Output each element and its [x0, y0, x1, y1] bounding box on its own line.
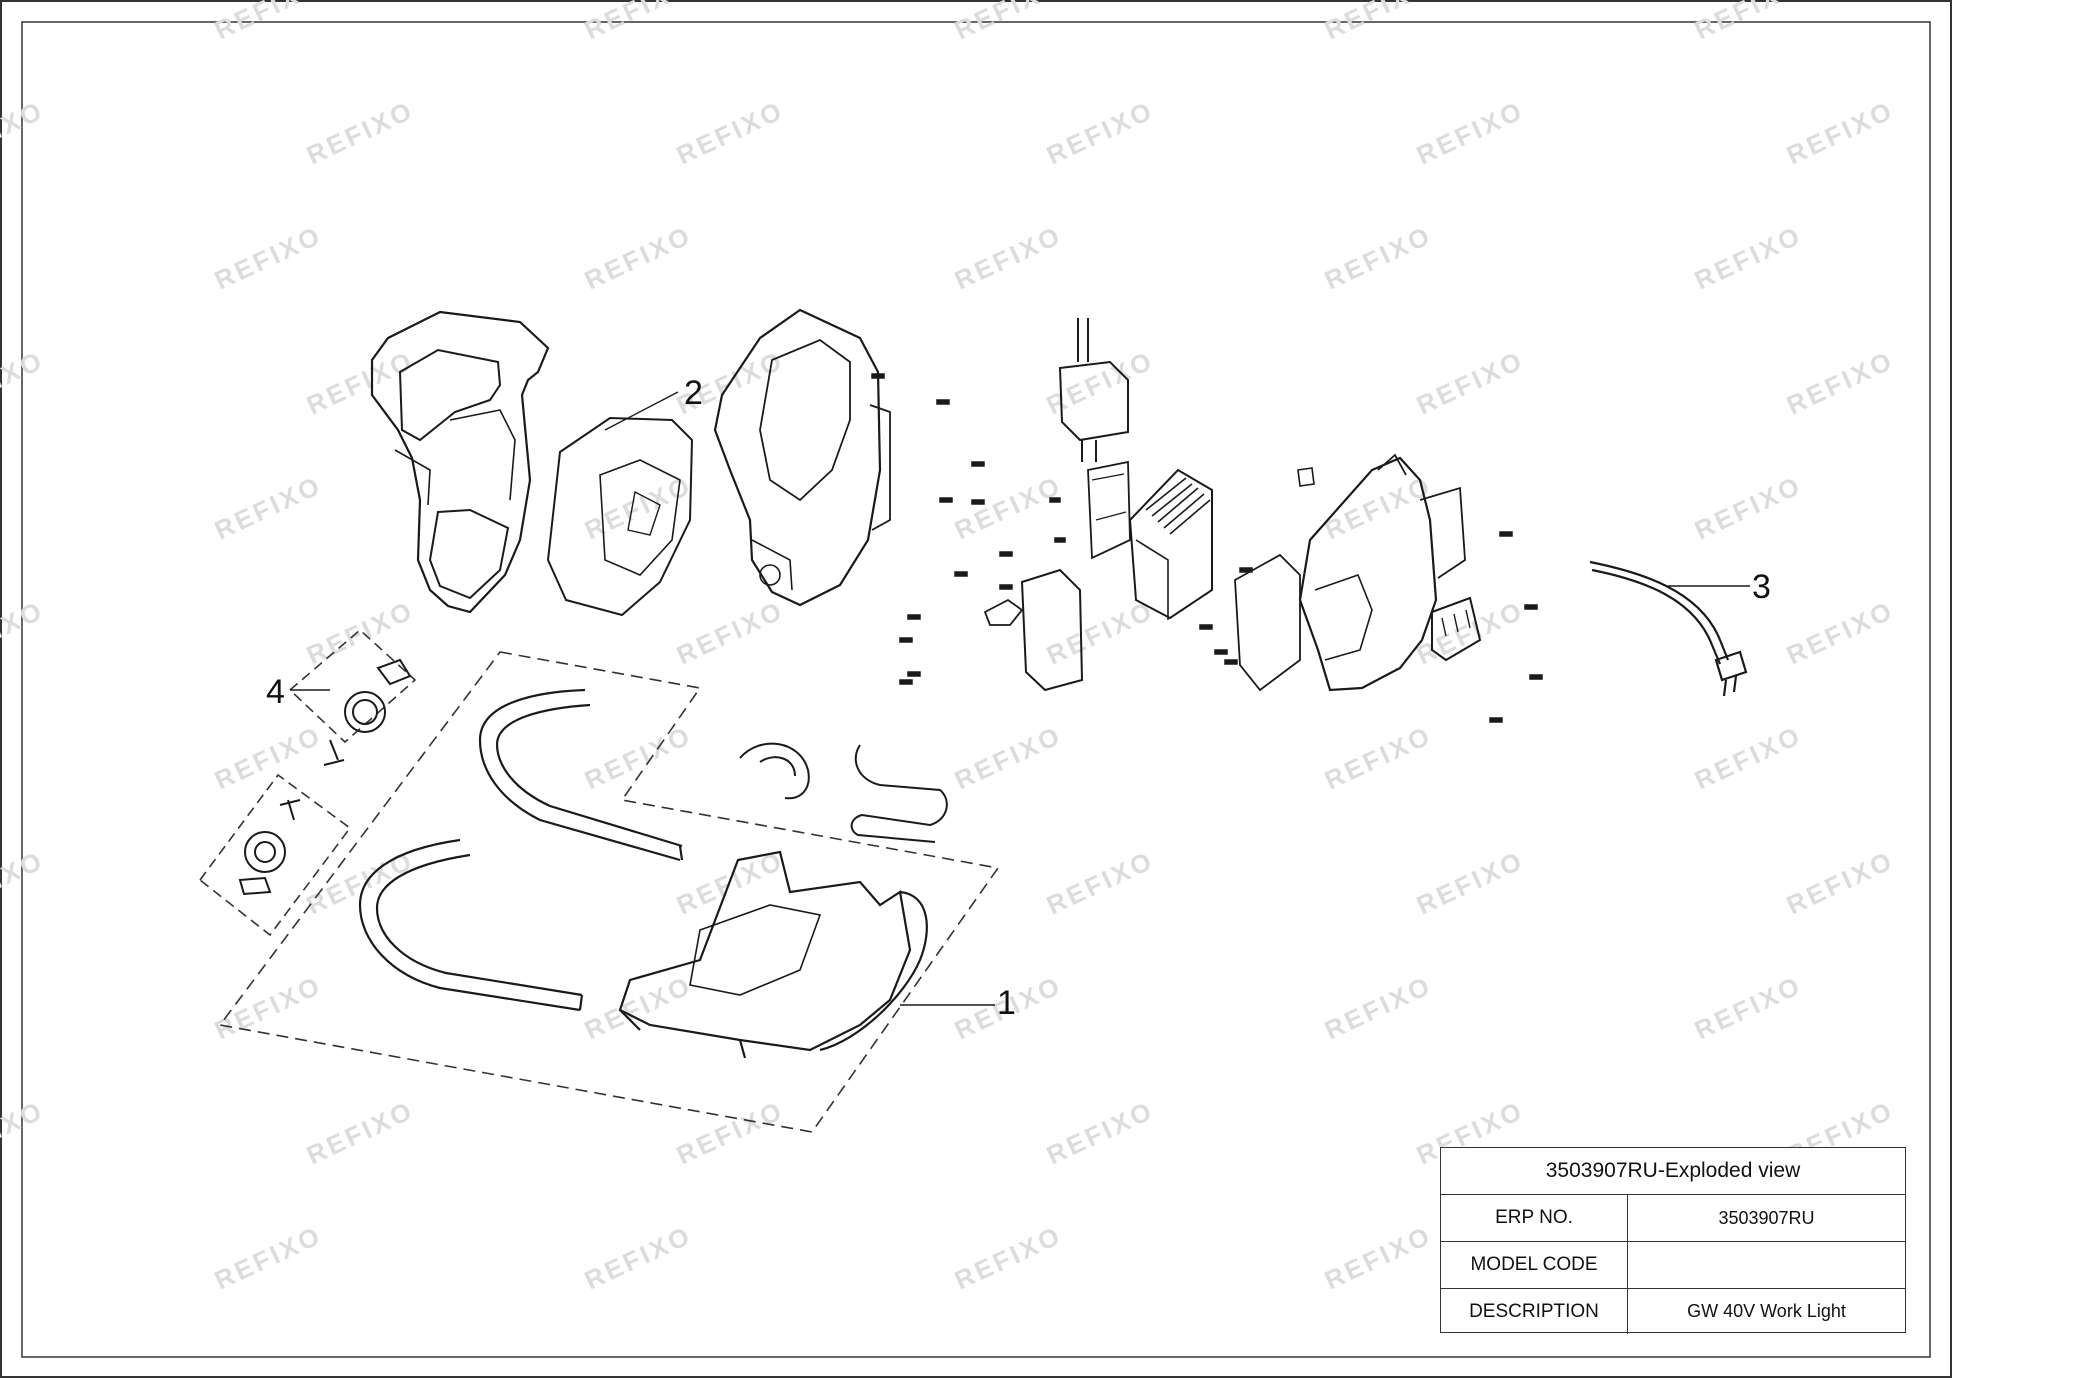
title-block-row-model: MODEL CODE: [1441, 1242, 1905, 1289]
watermark-text: REFIXO: [1690, 220, 1807, 296]
watermark-text: REFIXO: [1412, 95, 1529, 171]
leader-line-housing: [604, 391, 679, 431]
watermark-layer: REFIXO REFIXO REFIXO REFIXO REFIXO REFIXO REFI…: [0, 0, 1899, 1295]
watermark-text: REFIXO: [950, 220, 1067, 296]
cable-clamps: [739, 742, 948, 843]
watermark-text: REFIXO: [0, 345, 49, 421]
watermark-text: REFIXO: [1320, 220, 1437, 296]
watermark-text: REFIXO: [1412, 345, 1529, 421]
watermark-text: REFIXO: [672, 595, 789, 671]
watermark-text: REFIXO: [302, 595, 419, 671]
watermark-text: REFIXO: [1782, 595, 1899, 671]
heat-sink: [1128, 468, 1213, 620]
watermark-text: REFIXO: [1782, 345, 1899, 421]
watermark-text: REFIXO: [580, 1220, 697, 1296]
watermark-text: REFIXO: [210, 220, 327, 296]
driver-board: [983, 568, 1084, 692]
watermark-text: REFIXO: [1042, 1095, 1159, 1171]
watermark-text: REFIXO: [1690, 470, 1807, 546]
model-code-label: MODEL CODE: [1441, 1242, 1628, 1288]
watermark-text: REFIXO: [1412, 595, 1529, 671]
watermark-text: REFIXO: [1690, 970, 1807, 1046]
title-block-title: 3503907RU-Exploded view: [1441, 1148, 1905, 1195]
watermark-text: REFIXO: [0, 95, 49, 171]
erp-label: ERP NO.: [1441, 1195, 1628, 1241]
watermark-text: REFIXO: [580, 220, 697, 296]
watermark-text: REFIXO: [580, 970, 697, 1046]
watermark-text: REFIXO: [1690, 720, 1807, 796]
erp-value: 3503907RU: [1718, 1207, 1815, 1228]
sheet-outer-border: [0, 0, 1952, 1378]
watermark-text: REFIXO: [580, 720, 697, 796]
callout-2: 2: [684, 374, 703, 412]
title-block-row-description: DESCRIPTION GW 40V Work Light: [1441, 1289, 1905, 1334]
watermark-text: REFIXO: [1042, 595, 1159, 671]
terminal-block: [1431, 596, 1482, 662]
watermark-text: REFIXO: [210, 1220, 327, 1296]
base-frame: [618, 850, 928, 1059]
description-label: DESCRIPTION: [1441, 1289, 1628, 1334]
watermark-text: REFIXO: [1412, 845, 1529, 921]
watermark-text: REFIXO: [210, 720, 327, 796]
frame-tubes: [358, 688, 684, 1012]
watermark-text: REFIXO: [302, 95, 419, 171]
callout-1: 1: [997, 984, 1016, 1022]
knob-parts: [238, 658, 412, 896]
power-cable: [1589, 560, 1748, 697]
watermark-text: REFIXO: [950, 1220, 1067, 1296]
title-block-row-erp: ERP NO. 3503907RU: [1441, 1195, 1905, 1242]
watermark-text: REFIXO: [1782, 95, 1899, 171]
watermark-text: REFIXO: [950, 470, 1067, 546]
callout-3: 3: [1752, 568, 1771, 606]
watermark-text: REFIXO: [302, 1095, 419, 1171]
model-code-value: [1628, 1242, 1905, 1288]
watermark-text: REFIXO: [1320, 970, 1437, 1046]
watermark-text: REFIXO: [0, 595, 49, 671]
watermark-text: REFIXO: [950, 720, 1067, 796]
description-value: GW 40V Work Light: [1687, 1301, 1846, 1321]
watermark-text: REFIXO: [1042, 345, 1159, 421]
watermark-text: REFIXO: [1042, 845, 1159, 921]
knob-assembly: [198, 628, 417, 937]
sheet-inner-border: [21, 21, 1931, 1358]
screws: [871, 373, 1543, 723]
front-cover: [370, 310, 550, 614]
watermark-text: REFIXO: [672, 95, 789, 171]
watermark-text: REFIXO: [1320, 720, 1437, 796]
watermark-text: REFIXO: [0, 845, 49, 921]
watermark-text: REFIXO: [210, 470, 327, 546]
watermark-text: REFIXO: [1782, 845, 1899, 921]
watermark-text: REFIXO: [672, 1095, 789, 1171]
callout-4: 4: [266, 673, 285, 711]
rear-base: [1234, 453, 1466, 692]
watermark-text: REFIXO: [1320, 1220, 1437, 1296]
title-block: 3503907RU-Exploded view ERP NO. 3503907R…: [1440, 1147, 1906, 1334]
rear-housing: [713, 308, 891, 607]
watermark-text: REFIXO: [1042, 95, 1159, 171]
watermark-text: REFIXO: [0, 1095, 49, 1171]
lens-panel: [546, 416, 694, 617]
switch-module: [1058, 318, 1131, 560]
